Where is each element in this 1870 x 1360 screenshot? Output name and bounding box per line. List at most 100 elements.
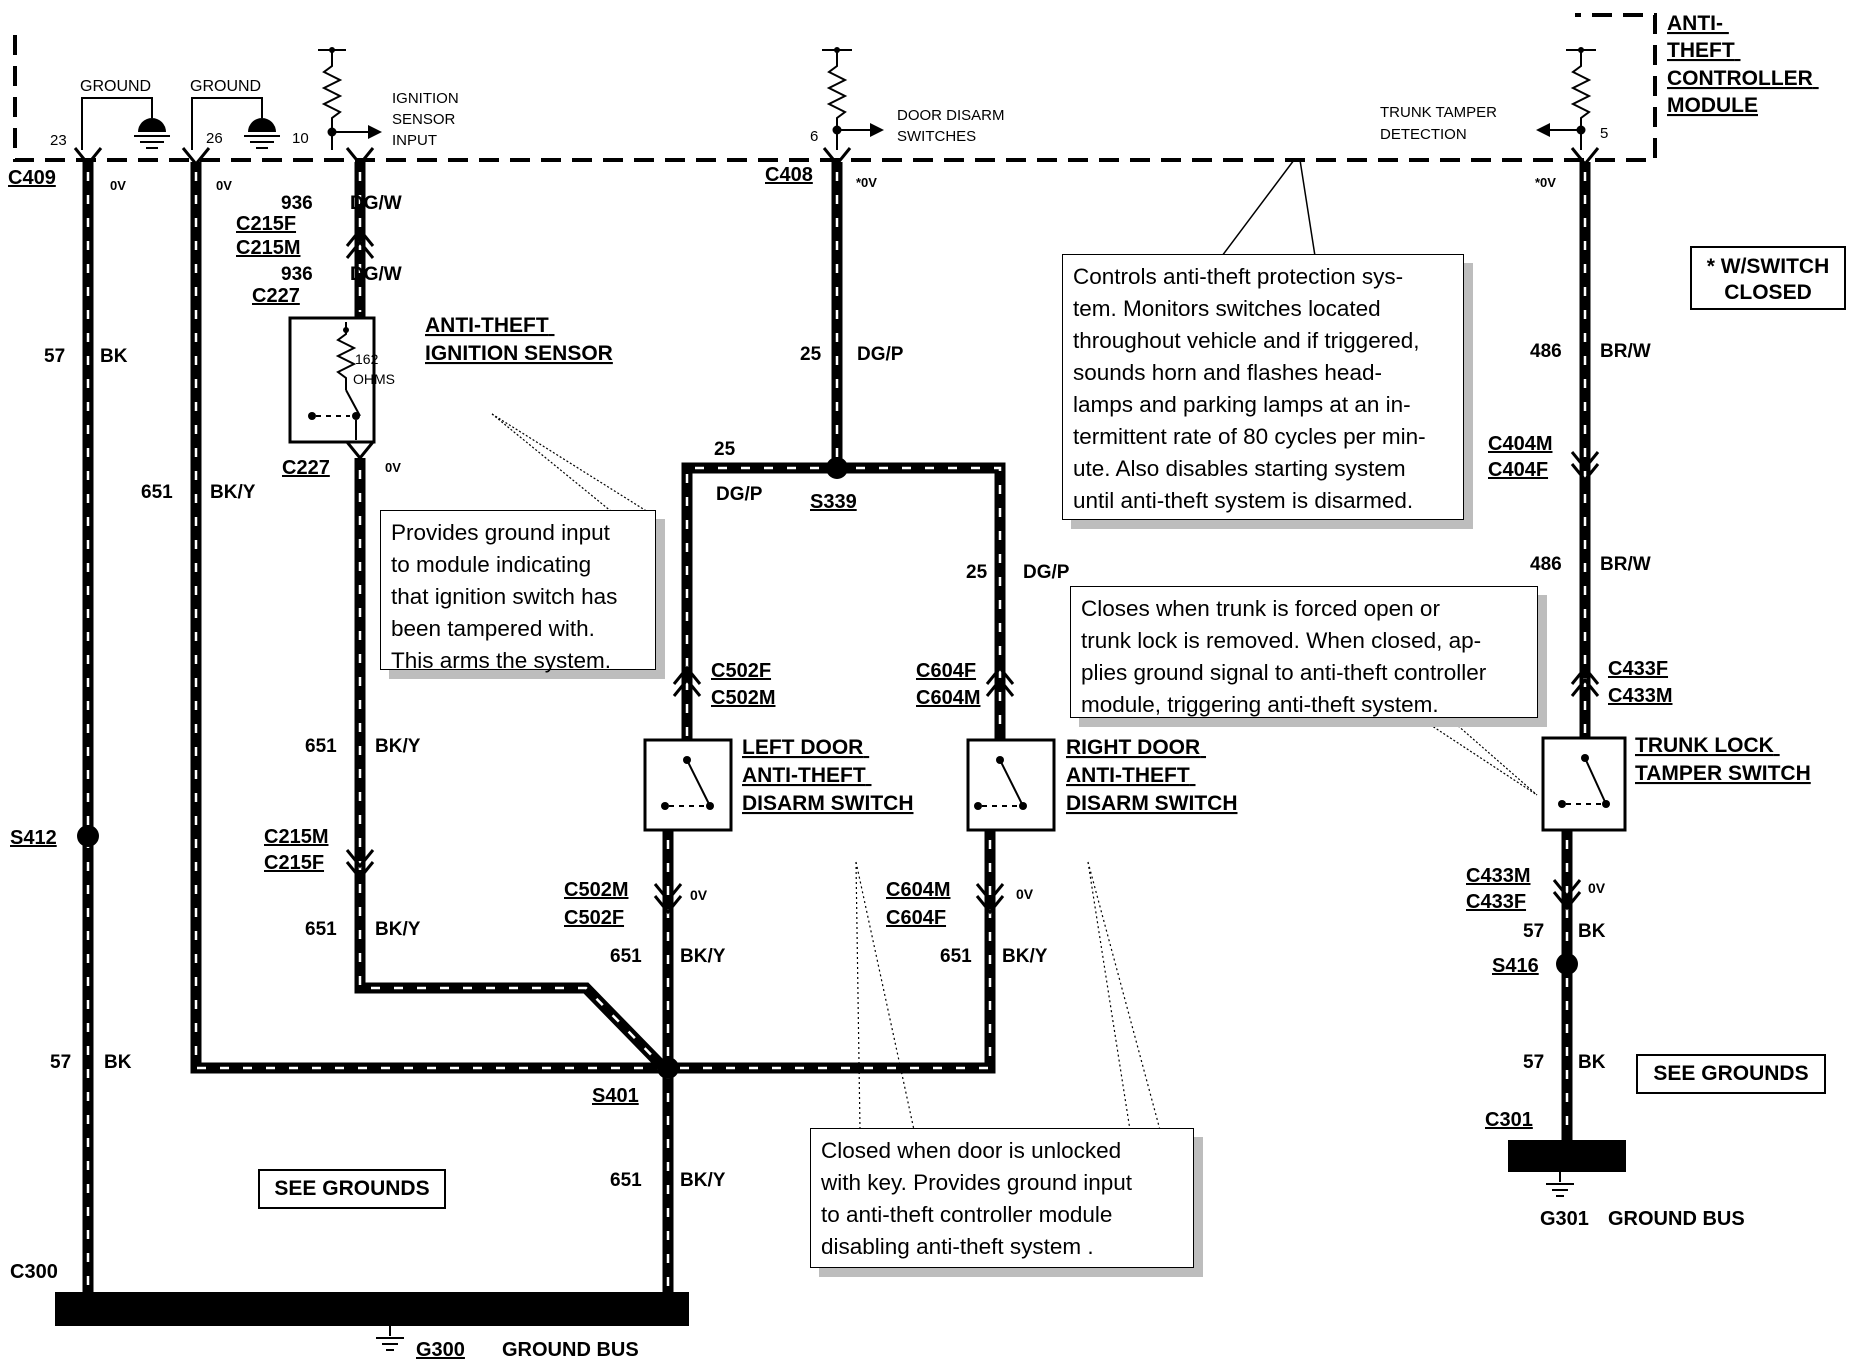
pin-number: 10	[292, 130, 309, 147]
module-boundary	[13, 13, 1657, 162]
svg-text:BK: BK	[1578, 1052, 1606, 1073]
svg-text:C227: C227	[252, 285, 300, 307]
svg-text:C404M: C404M	[1488, 433, 1552, 455]
anti-theft-ignition-sensor: 162 OHMS	[288, 316, 395, 444]
svg-text:DG/W: DG/W	[350, 193, 402, 214]
svg-text:C502M: C502M	[564, 879, 628, 901]
svg-text:936: 936	[281, 264, 313, 285]
svg-text:BK/Y: BK/Y	[1002, 946, 1048, 967]
svg-text:BK/Y: BK/Y	[375, 736, 421, 757]
svg-text:BK/Y: BK/Y	[210, 482, 256, 503]
svg-text:651: 651	[610, 1170, 642, 1191]
svg-text:57: 57	[50, 1052, 71, 1073]
svg-text:486: 486	[1530, 341, 1562, 362]
wire-labels: 0V 0V 936 DG/W 936 DG/W *0V *0V 57 BK 25…	[44, 175, 1651, 1191]
module-ground-23: GROUND	[80, 78, 170, 150]
svg-text:DG/W: DG/W	[350, 264, 402, 285]
connector-labels: C409 C408 C215F C215M C227 C227 S339 C40…	[8, 164, 1672, 1131]
ground-bus-g301: G301 GROUND BUS	[1508, 1140, 1745, 1230]
pin-number: 6	[810, 128, 818, 145]
svg-text:C215M: C215M	[236, 237, 300, 259]
svg-text:S339: S339	[810, 491, 857, 513]
svg-text:*0V: *0V	[856, 175, 877, 190]
svg-text:*0V: *0V	[1535, 175, 1556, 190]
svg-text:BK/Y: BK/Y	[680, 946, 726, 967]
wire-651-right-door	[668, 830, 996, 1074]
right-door-disarm-switch	[966, 738, 1056, 832]
pin-number: 26	[206, 130, 223, 147]
legend-line: CLOSED	[1724, 281, 1812, 304]
svg-text:C433F: C433F	[1466, 891, 1526, 913]
sensor-resistance: 162 OHMS	[353, 351, 395, 387]
module-title: ANTI- THEFT CONTROLLER MODULE	[1667, 12, 1819, 117]
svg-text:C604M: C604M	[916, 687, 980, 709]
note-line: to anti-theft controller module	[821, 1202, 1113, 1227]
svg-text:0V: 0V	[385, 460, 401, 475]
trunk-switch-name: TRUNK LOCK TAMPER SWITCH	[1635, 734, 1811, 785]
svg-text:C408: C408	[765, 164, 813, 186]
svg-text:C404F: C404F	[1488, 459, 1548, 481]
svg-text:C502F: C502F	[564, 907, 624, 929]
svg-text:C502F: C502F	[711, 660, 771, 682]
svg-text:C433M: C433M	[1466, 865, 1530, 887]
note-line: This arms the system.	[391, 648, 612, 673]
connector-c300: C300	[10, 1261, 58, 1283]
svg-text:651: 651	[305, 919, 337, 940]
svg-text:0V: 0V	[1016, 886, 1034, 902]
svg-text:25: 25	[966, 562, 988, 583]
note-line: plies ground signal to anti-theft contro…	[1081, 660, 1487, 685]
trunk-tamper-detection-label: TRUNK TAMPER DETECTION	[1380, 104, 1501, 143]
note-line: that ignition switch has	[391, 584, 618, 609]
svg-text:GROUND: GROUND	[80, 78, 151, 95]
splice-s339	[826, 457, 848, 479]
svg-text:GROUND: GROUND	[190, 78, 261, 95]
splice-s412	[77, 825, 99, 847]
note-line: been tampered with.	[391, 616, 595, 641]
svg-text:GROUND BUS: GROUND BUS	[1608, 1208, 1745, 1230]
svg-text:C227: C227	[282, 457, 330, 479]
svg-text:C604F: C604F	[916, 660, 976, 682]
pin-number: 5	[1600, 125, 1608, 142]
pin-number: 23	[50, 132, 67, 149]
module-ground-26: GROUND	[190, 78, 280, 150]
svg-text:G300: G300	[416, 1339, 465, 1360]
svg-text:BK: BK	[100, 346, 128, 367]
trunk-tamper-input-circuit: TRUNK TAMPER DETECTION	[1380, 47, 1596, 150]
see-grounds-left: SEE GROUNDS	[258, 1169, 446, 1209]
svg-text:651: 651	[305, 736, 337, 757]
note-line: disabling anti-theft system .	[821, 1234, 1094, 1259]
left-door-switch-name: LEFT DOOR ANTI-THEFT DISARM SWITCH	[742, 736, 914, 815]
legend-line: * W/SWITCH	[1706, 255, 1830, 278]
svg-text:936: 936	[281, 193, 313, 214]
svg-text:C301: C301	[1485, 1109, 1533, 1131]
svg-text:BK: BK	[104, 1052, 132, 1073]
svg-text:C604M: C604M	[886, 879, 950, 901]
svg-text:C502M: C502M	[711, 687, 775, 709]
note-line: Controls anti-theft protection sys-	[1073, 264, 1404, 289]
svg-text:S401: S401	[592, 1085, 639, 1107]
svg-text:DG/P: DG/P	[716, 484, 763, 505]
ground-bus-g300: G300 GROUND BUS	[55, 1286, 689, 1360]
svg-text:C215F: C215F	[264, 852, 324, 874]
svg-text:0V: 0V	[216, 178, 232, 193]
right-door-switch-name: RIGHT DOOR ANTI-THEFT DISARM SWITCH	[1066, 736, 1238, 815]
note-line: trunk lock is removed. When closed, ap-	[1081, 628, 1482, 653]
trunk-lock-tamper-switch	[1541, 736, 1627, 832]
see-grounds-right: SEE GROUNDS	[1636, 1054, 1826, 1094]
svg-text:S416: S416	[1492, 955, 1539, 977]
callout-leaders	[491, 159, 1538, 1131]
svg-text:BK/Y: BK/Y	[375, 919, 421, 940]
svg-text:0V: 0V	[1588, 880, 1606, 896]
note-line: sounds horn and flashes head-	[1073, 360, 1382, 385]
svg-text:57: 57	[44, 346, 65, 367]
note-line: lamps and parking lamps at an in-	[1073, 392, 1411, 417]
svg-text:0V: 0V	[690, 887, 708, 903]
splice-s416	[1556, 953, 1578, 975]
svg-text:C215F: C215F	[236, 213, 296, 235]
svg-text:57: 57	[1523, 1052, 1544, 1073]
svg-text:25: 25	[714, 439, 736, 460]
svg-text:C215M: C215M	[264, 826, 328, 848]
svg-text:BR/W: BR/W	[1600, 341, 1651, 362]
note-line: ute. Also disables starting system	[1073, 456, 1406, 481]
svg-text:BR/W: BR/W	[1600, 554, 1651, 575]
